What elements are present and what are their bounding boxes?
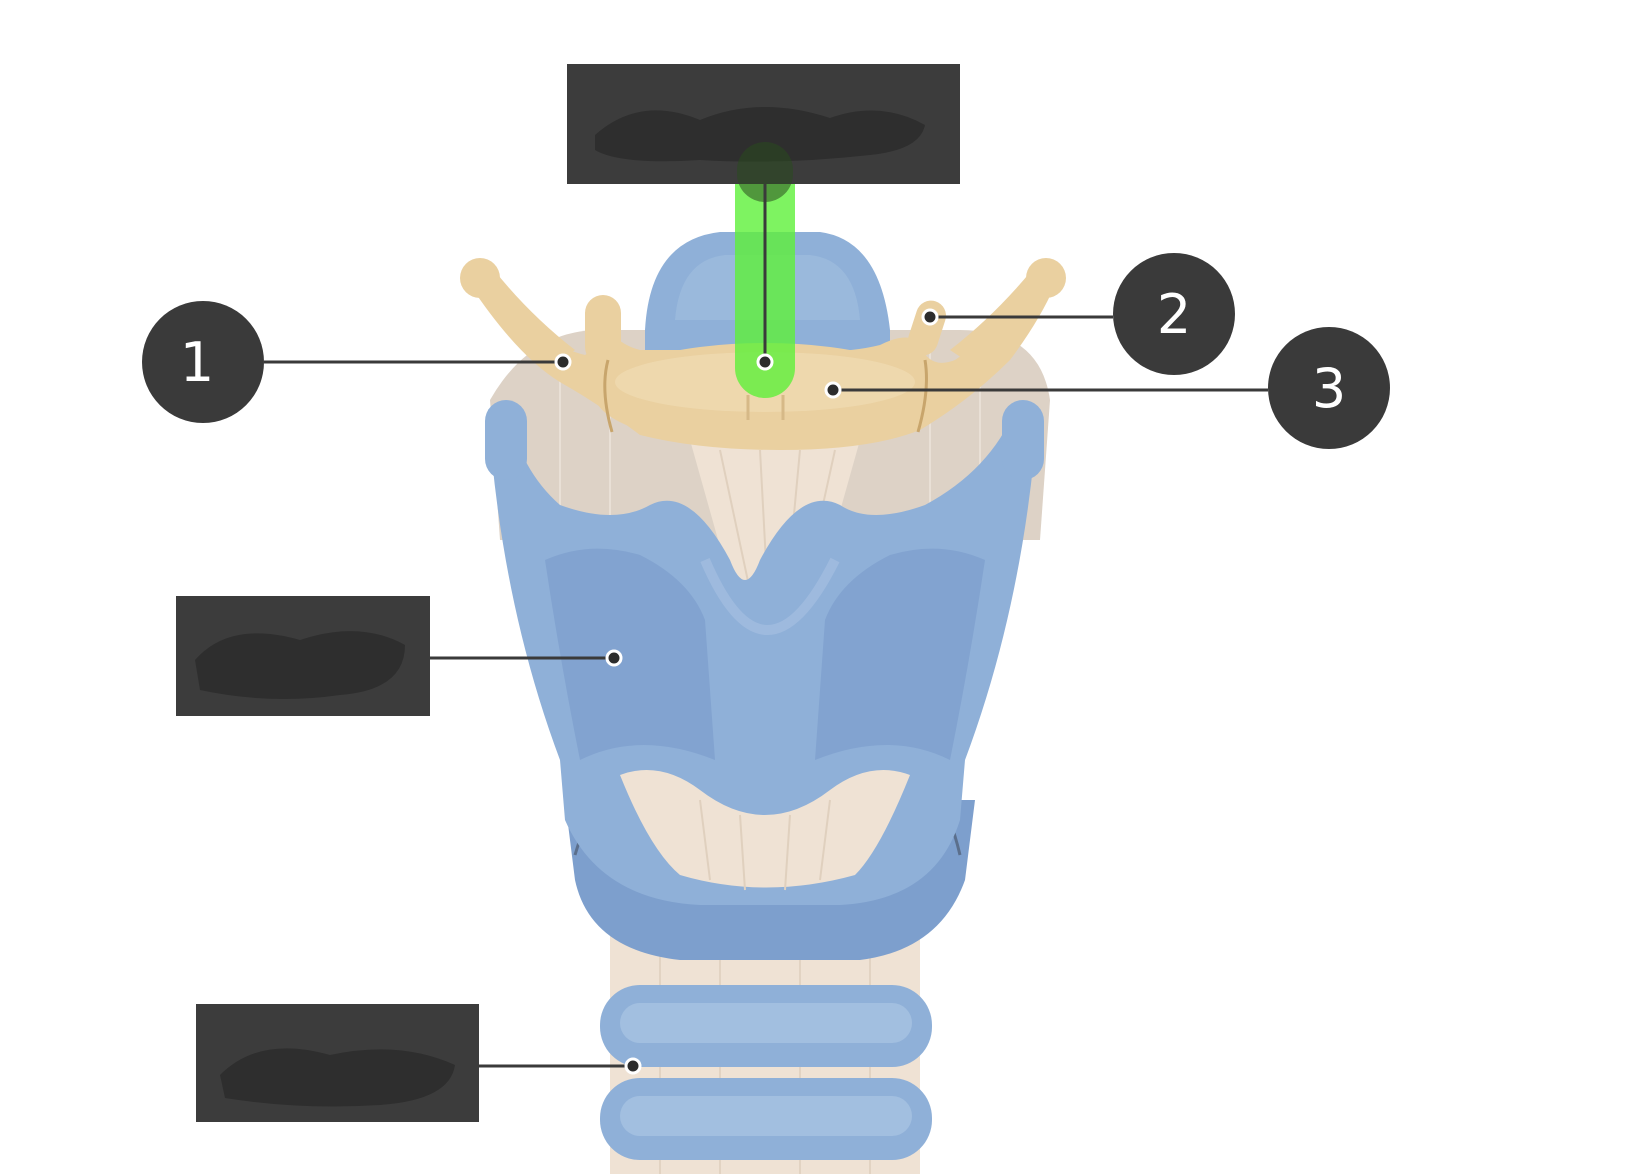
pointer-dot-middle (605, 649, 623, 667)
pointer-dot-top (756, 353, 774, 371)
redaction-scribble-middle (195, 631, 405, 699)
label-2-marker[interactable]: 2 (1113, 253, 1235, 375)
pointer-dot-3 (824, 381, 842, 399)
superior-horn-left (485, 400, 527, 480)
arytenoid-knob-left (460, 258, 500, 298)
arytenoid-knob-right (1026, 258, 1066, 298)
label-3-marker[interactable]: 3 (1268, 327, 1390, 449)
thyroid-cartilage (485, 400, 1044, 905)
cricothyroid-ligament (620, 770, 910, 888)
label-3-text: 3 (1312, 357, 1346, 420)
pointer-dot-2 (921, 308, 939, 326)
pointer-dot-bottom (624, 1057, 642, 1075)
superior-horn-right (1002, 400, 1044, 480)
pointer-dot-1 (554, 353, 572, 371)
label-1-marker[interactable]: 1 (142, 301, 264, 423)
redaction-scribble-bottom (220, 1048, 455, 1107)
redaction-scribble-top (595, 106, 925, 162)
trachea (600, 930, 932, 1174)
label-2-text: 2 (1157, 283, 1191, 346)
corniculate-left (585, 295, 621, 365)
label-1-text: 1 (180, 331, 214, 394)
